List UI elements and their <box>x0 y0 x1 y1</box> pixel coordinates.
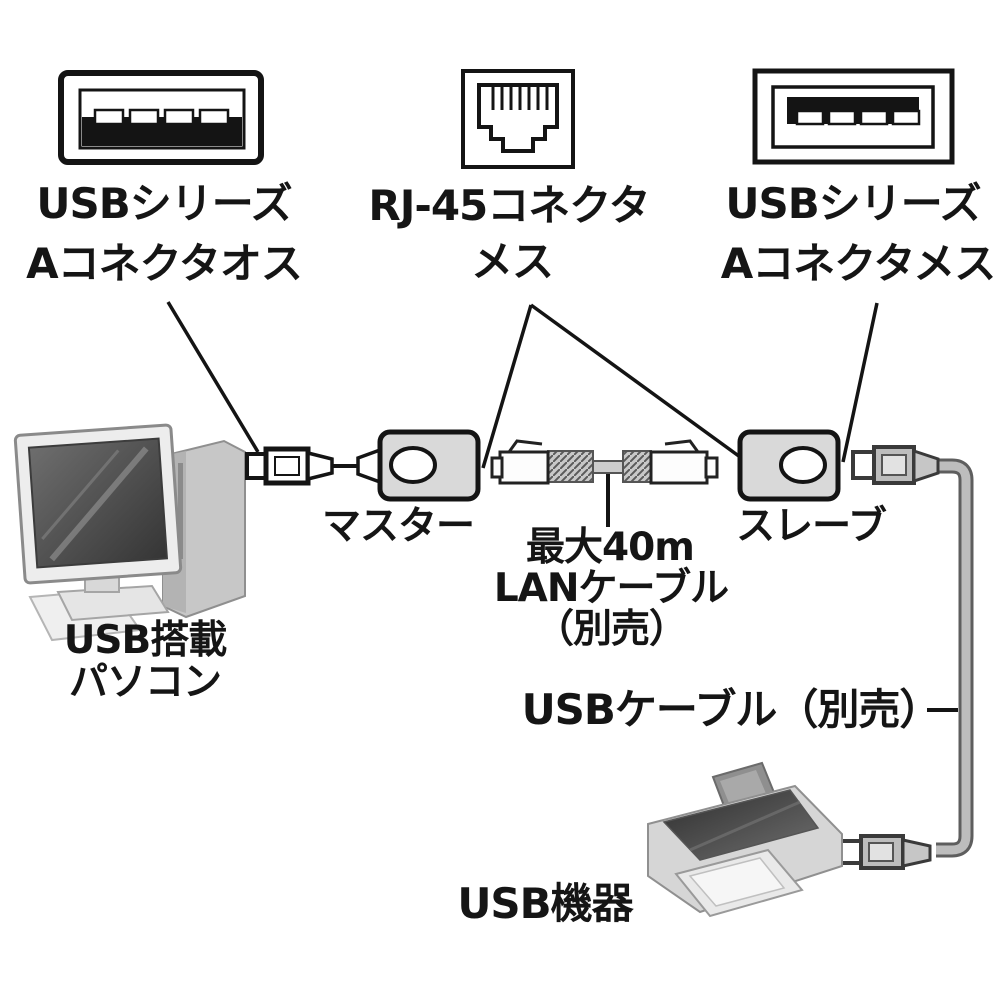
pc-monitor-base <box>56 584 170 622</box>
usb-plug-printer <box>838 834 932 870</box>
usb-a-female-label-line2: Aコネクタメス <box>720 239 997 288</box>
usb-plug-pc <box>245 446 382 486</box>
slave-unit <box>737 429 841 502</box>
lan-cable-label-line1: 最大40m <box>526 525 695 570</box>
usb-a-female-label-line1: USBシリーズ <box>725 179 981 228</box>
rj45-plug-left <box>490 439 550 485</box>
pc-illustration <box>13 423 246 642</box>
lan-cable <box>490 439 719 485</box>
rj45-female-icon <box>461 69 575 169</box>
pc-label-line2: パソコン <box>68 660 222 705</box>
usb-a-male-label-line2: Aコネクタオス <box>26 239 303 288</box>
rj45-label-line1: RJ-45コネクタ <box>368 181 650 230</box>
usb-plug-slave <box>851 445 940 485</box>
pc-label-line1: USB搭載 <box>63 618 227 663</box>
rj45-plug-right <box>649 439 719 485</box>
usb-a-female-icon <box>752 68 955 165</box>
usb-a-male-label-line1: USBシリーズ <box>36 179 292 228</box>
usb-device-label: USB機器 <box>457 879 633 928</box>
rj45-label-line2: メス <box>470 237 554 286</box>
printer-top-opening <box>662 789 820 861</box>
leader-lines <box>166 301 958 712</box>
pc-monitor <box>13 423 183 585</box>
master-label: マスター <box>321 504 475 549</box>
lan-cable-label-line2: LANケーブル <box>493 566 729 611</box>
master-unit <box>377 429 481 502</box>
slave-label: スレーブ <box>736 504 887 549</box>
lan-cable-label-line3: （別売） <box>534 607 688 652</box>
usb-a-male-icon <box>58 70 264 165</box>
usb-cable-label: USBケーブル（別売） <box>521 685 942 734</box>
usb-cable <box>838 445 974 870</box>
printer-illustration <box>647 761 843 918</box>
rj45-pin-slots <box>491 85 549 110</box>
